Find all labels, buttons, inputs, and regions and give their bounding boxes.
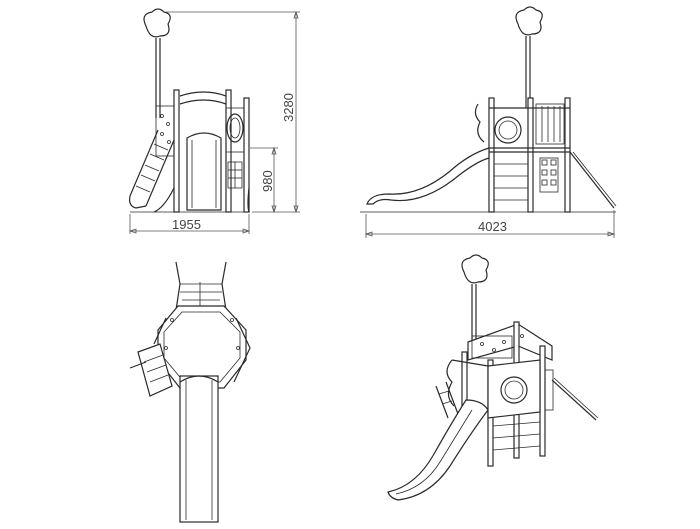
slide-side (366, 147, 490, 205)
flag-icon (143, 8, 171, 38)
side-dimensions: 4023 (364, 210, 616, 238)
dimension-width-label: 1955 (172, 217, 201, 232)
front-dimensions: 1955 3280 980 (128, 10, 300, 234)
slide-front (186, 132, 222, 211)
platform-top (157, 305, 247, 389)
dimension-platform-label: 980 (260, 170, 275, 192)
dimension-length-label: 4023 (478, 219, 507, 234)
dimension-height-label: 3280 (281, 93, 296, 122)
flag-icon-iso (461, 254, 489, 284)
front-view (129, 8, 250, 213)
top-view (129, 261, 251, 523)
isometric-view (387, 254, 599, 501)
flag-icon-side (515, 6, 543, 36)
ladder-top (137, 343, 173, 397)
side-view (360, 6, 617, 213)
slide-iso (387, 399, 489, 501)
